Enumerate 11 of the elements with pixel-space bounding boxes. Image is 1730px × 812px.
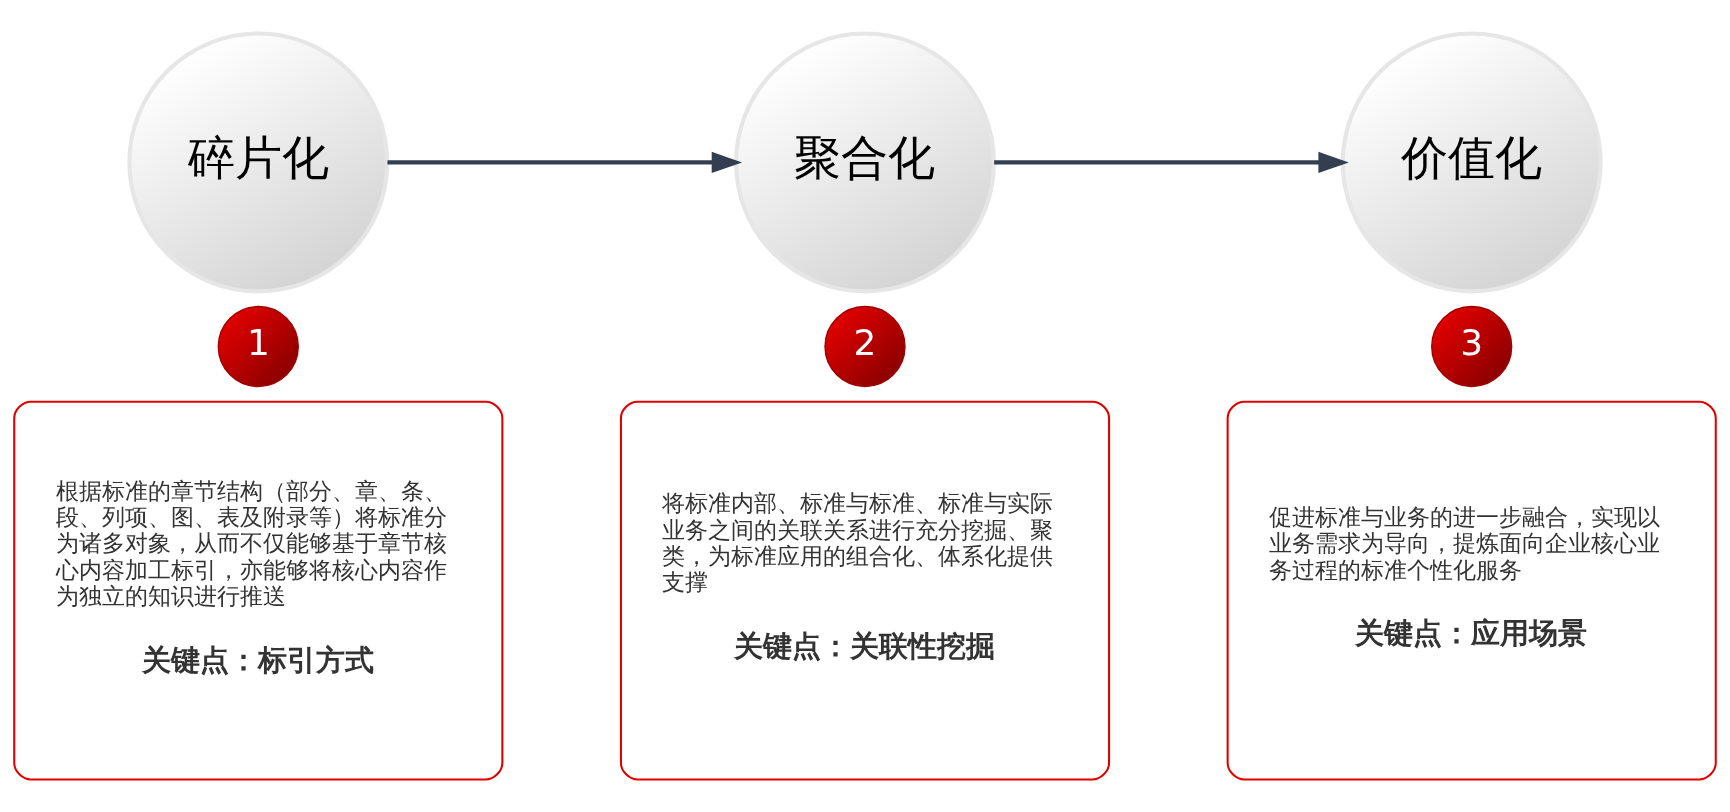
node-box: 促进标准与业务的进一步融合，实现以业务需求为导向，提炼面向企业核心业务过程的标准个性化服务 关键点：应用场景 xyxy=(1226,400,1717,780)
node-circle: 价值化 xyxy=(1340,30,1603,293)
node-circle: 1 xyxy=(217,305,299,387)
node-circle: 碎片化 xyxy=(127,30,390,293)
node-circle: 3 xyxy=(1431,305,1513,387)
node-circle: 聚合化 xyxy=(734,30,996,293)
node-circle: 2 xyxy=(824,305,906,387)
arrow xyxy=(387,151,743,173)
node-box: 根据标准的章节结构（部分、章、条、段、列项、图、表及附录等）将标准分为诸多对象，从而不仅能够基于章节核心内容加工标引，亦能够将核心内容作为独立的知识进行推送 关键点：标引方式 xyxy=(13,400,504,780)
arrow xyxy=(994,151,1349,173)
node-box: 将标准内部、标准与标准、标准与实际业务之间的关联关系进行充分挖掘、聚类，为标准应用的组合化、体系化提供支撑 关键点：关联性挖掘 xyxy=(619,400,1111,780)
